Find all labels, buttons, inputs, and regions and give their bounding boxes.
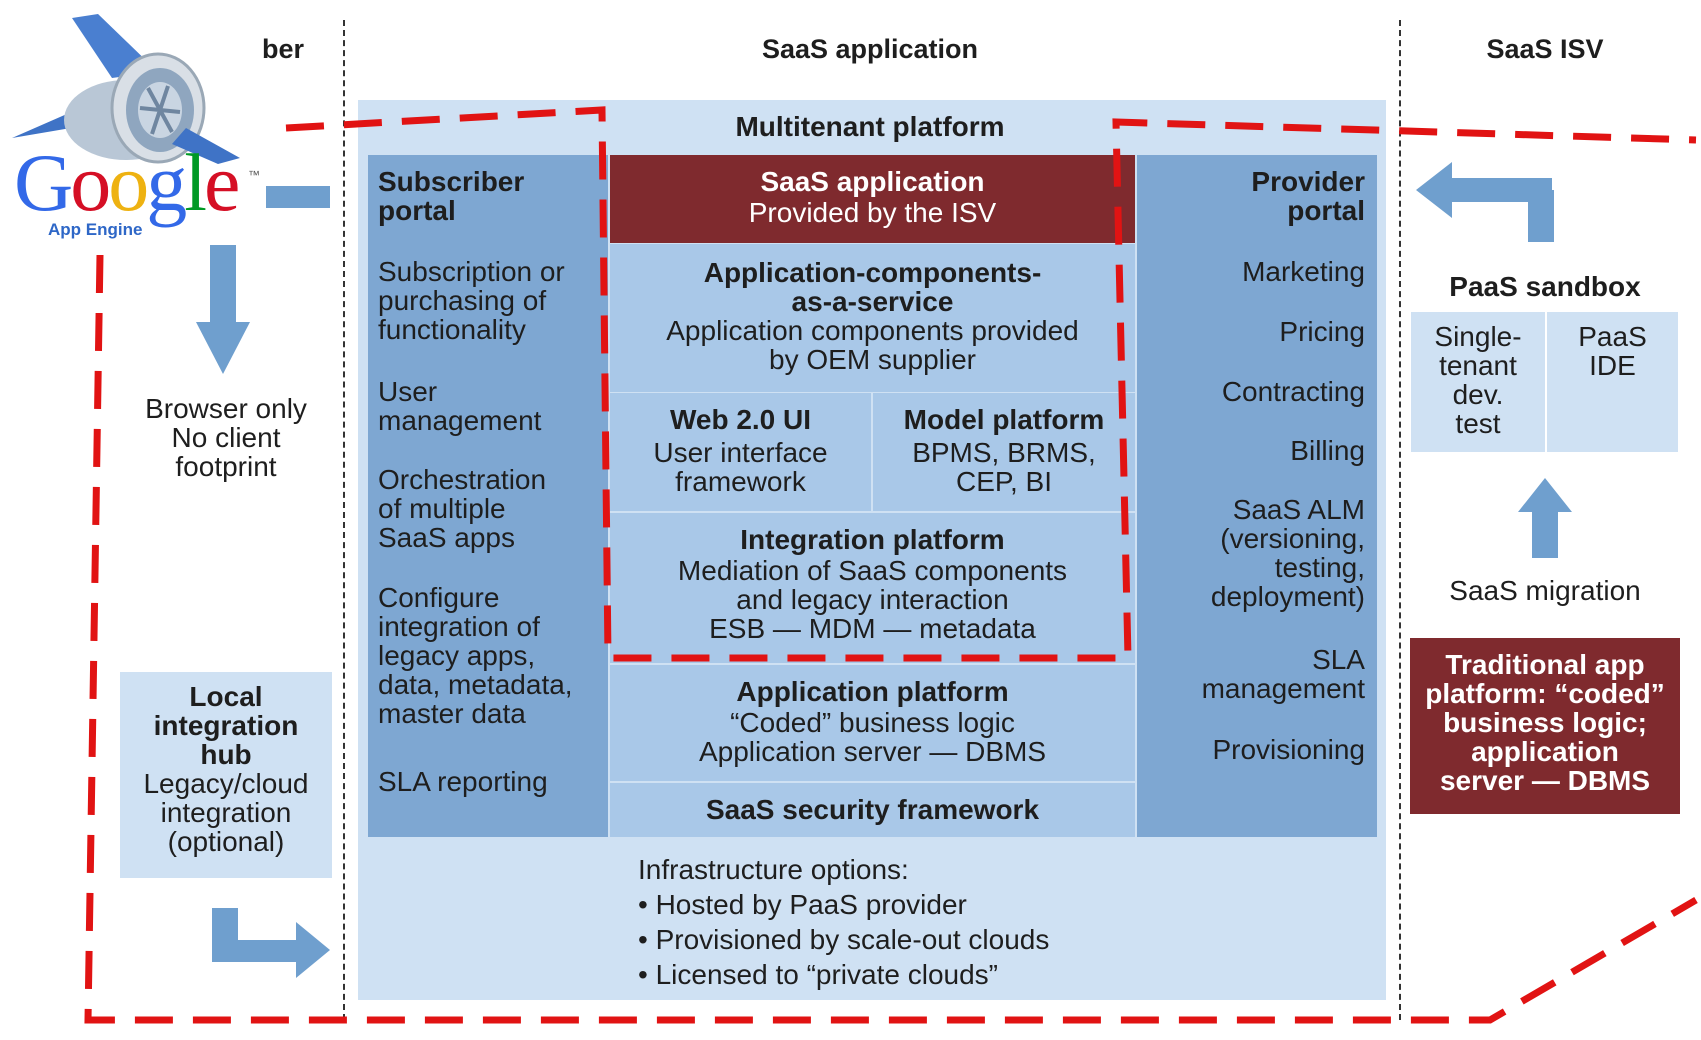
provider-portal-item: Contracting: [1221, 376, 1365, 407]
provider-portal-title: Provider portal: [1251, 166, 1365, 226]
paas-sandbox-title: PaaS sandbox: [1449, 271, 1641, 302]
infrastructure-options: Infrastructure options: • Hosted by PaaS…: [638, 854, 1050, 990]
local-integration-hub-box: Local integration hub Legacy/cloud integ…: [120, 672, 332, 878]
provider-portal-item: Billing: [1290, 435, 1365, 466]
provider-portal-item: Provisioning: [1212, 734, 1365, 765]
single-tenant-text: Single- tenant dev. test: [1434, 321, 1522, 439]
security-framework-box: SaaS security framework: [610, 783, 1135, 837]
model-platform-box-title: Model platform: [903, 404, 1105, 435]
app-engine-turbine-icon: [12, 14, 240, 164]
integration-platform-box: Integration platform Mediation of SaaS c…: [610, 513, 1135, 663]
integration-platform-box-sub: Mediation of SaaS components and legacy …: [677, 555, 1068, 644]
subscriber-portal-item: Subscription or purchasing of functional…: [378, 256, 565, 345]
components-box-title: Application-components- as-a-service: [703, 257, 1042, 317]
provider-portal: Provider portal Marketing Pricing Contra…: [1137, 155, 1377, 837]
web-ui-box-sub: User interface framework: [653, 437, 828, 497]
browser-only-text: Browser only No client footprint: [145, 393, 307, 482]
arrow-bent-left-icon: [1416, 162, 1554, 242]
single-tenant-box: Single- tenant dev. test: [1411, 312, 1545, 452]
traditional-platform-text: Traditional app platform: “coded” busine…: [1425, 649, 1665, 796]
trademark-mark: ™: [248, 168, 260, 182]
subscriber-portal-item: Orchestration of multiple SaaS apps: [378, 464, 547, 553]
provider-portal-item: SLA management: [1201, 644, 1365, 704]
local-integration-hub-title: Local integration hub: [153, 681, 299, 770]
google-app-engine-logo: Google ™ App Engine: [8, 8, 268, 248]
saas-application-box: SaaS application Provided by the ISV: [610, 155, 1135, 243]
paas-ide-text: PaaS IDE: [1578, 321, 1647, 381]
header-saas-application: SaaS application: [761, 34, 979, 64]
logo-connector-arrow: [266, 186, 330, 208]
subscriber-portal-item: User management: [378, 376, 542, 436]
google-wordmark: Google: [14, 137, 240, 228]
subscriber-portal: Subscriber portal Subscription or purcha…: [368, 155, 608, 837]
saas-application-box-sub: Provided by the ISV: [748, 197, 997, 228]
provider-portal-item: Pricing: [1279, 316, 1365, 347]
web-ui-box-title: Web 2.0 UI: [669, 404, 812, 435]
local-integration-hub-body: Legacy/cloud integration (optional): [143, 768, 309, 857]
provider-portal-item: Marketing: [1242, 256, 1365, 287]
header-saas-isv: SaaS ISV: [1486, 34, 1604, 64]
paas-ide-box: PaaS IDE: [1547, 312, 1678, 452]
application-platform-box-sub: “Coded” business logic Application serve…: [698, 707, 1046, 767]
saas-application-box-title: SaaS application: [760, 166, 985, 197]
arrow-bent-right-icon: [212, 908, 330, 978]
arrow-up-icon: [1518, 478, 1572, 558]
app-engine-label: App Engine: [48, 220, 143, 239]
arrow-down-icon: [196, 245, 250, 374]
application-platform-box: Application platform “Coded” business lo…: [610, 665, 1135, 781]
provider-portal-item: SaaS ALM (versioning, testing, deploymen…: [1210, 494, 1365, 612]
separator-right: [1399, 20, 1401, 1020]
integration-platform-box-title: Integration platform: [740, 524, 1005, 555]
subscriber-portal-item: SLA reporting: [378, 766, 548, 797]
model-platform-box: Model platform BPMS, BRMS, CEP, BI: [873, 393, 1135, 511]
subscriber-portal-item: Configure integration of legacy apps, da…: [378, 582, 573, 729]
security-framework-box-title: SaaS security framework: [705, 794, 1040, 825]
traditional-platform-box: Traditional app platform: “coded” busine…: [1410, 638, 1680, 814]
components-box-sub: Application components provided by OEM s…: [666, 315, 1079, 375]
components-box: Application-components- as-a-service App…: [610, 244, 1135, 392]
model-platform-box-sub: BPMS, BRMS, CEP, BI: [912, 437, 1096, 497]
subscriber-portal-title: Subscriber portal: [378, 166, 525, 226]
header-subscriber: ber: [262, 34, 305, 64]
separator-left: [343, 20, 345, 1020]
web-ui-box: Web 2.0 UI User interface framework: [610, 393, 871, 511]
saas-migration-label: SaaS migration: [1449, 575, 1641, 606]
multitenant-platform-title: Multitenant platform: [735, 111, 1005, 142]
application-platform-box-title: Application platform: [736, 676, 1009, 707]
